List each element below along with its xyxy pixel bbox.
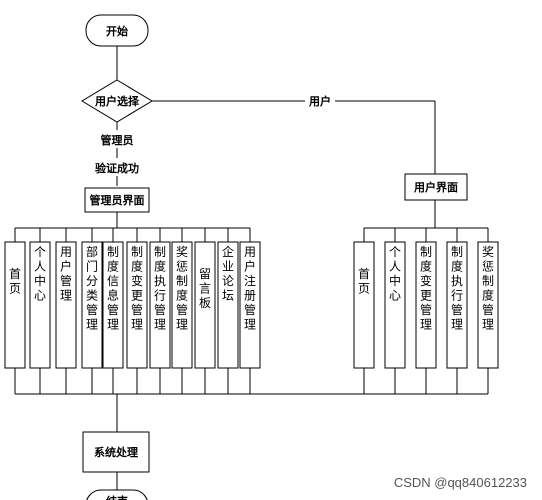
user-module-3: 制度变更管理	[415, 228, 437, 394]
admin-module-label: 制度信息管理	[107, 245, 119, 332]
admin-module-label: 企业论坛	[222, 244, 234, 303]
admin-module-label: 首页	[9, 267, 21, 296]
user-interface-node: 用户界面	[404, 173, 468, 201]
admin-module-11: 用户注册管理	[239, 228, 261, 394]
user-module-5: 奖惩制度管理	[477, 228, 499, 394]
user-branch-label: 用户	[309, 94, 331, 108]
admin-module-6: 制度变更管理	[126, 228, 148, 394]
admin-module-label: 留言板	[199, 267, 211, 310]
user-module-2: 个人中心	[384, 228, 406, 394]
admin-module-label: 部门分类管理	[86, 244, 98, 332]
start-node: 开始	[85, 14, 149, 47]
end-node: 结束	[86, 489, 148, 500]
user-interface-label: 用户界面	[414, 180, 458, 194]
admin-module-8: 奖惩制度管理	[171, 228, 193, 394]
start-label: 开始	[106, 24, 128, 38]
user-module-1: 首页	[353, 228, 375, 394]
end-label: 结束	[105, 494, 129, 500]
user-module-label: 首页	[358, 267, 370, 296]
admin-interface-node: 管理员界面	[84, 187, 150, 213]
admin-module-1: 首页	[4, 228, 26, 394]
user-module-4: 制度执行管理	[446, 228, 468, 394]
admin-module-4: 部门分类管理	[81, 228, 103, 394]
admin-module-columns: 首页 个人中心 用户管理 部门分类管理制度信息管理制度变更管理制度执行管理奖惩制度管理…	[4, 228, 261, 394]
admin-module-label: 奖惩制度管理	[176, 245, 188, 332]
system-label: 系统处理	[94, 445, 138, 459]
admin-interface-label: 管理员界面	[90, 193, 145, 207]
user-module-label: 制度执行管理	[451, 245, 463, 332]
decision-label: 用户选择	[95, 94, 140, 108]
verify-label: 验证成功	[95, 161, 139, 175]
admin-module-3: 用户管理	[55, 228, 77, 394]
admin-module-9: 留言板	[194, 228, 216, 394]
user-module-columns: 首页 个人中心 制度变更管理 制度执行管理 奖惩制度管理	[353, 228, 499, 394]
watermark-text: CSDN @qq840612233	[394, 475, 527, 490]
admin-module-label: 制度变更管理	[131, 245, 143, 332]
user-module-label: 制度变更管理	[420, 245, 432, 332]
system-node: 系统处理	[82, 431, 150, 473]
admin-module-10: 企业论坛	[217, 228, 239, 394]
decision-node: 用户选择	[81, 79, 153, 123]
admin-module-label: 用户注册管理	[244, 245, 256, 332]
user-module-label: 个人中心	[389, 245, 401, 303]
admin-module-7: 制度执行管理	[149, 228, 171, 394]
connectors	[15, 46, 488, 490]
admin-module-label: 个人中心	[34, 245, 46, 303]
admin-module-label: 用户管理	[60, 245, 72, 303]
admin-role-label: 管理员	[101, 133, 134, 147]
user-module-label: 奖惩制度管理	[482, 245, 494, 332]
admin-module-label: 制度执行管理	[154, 245, 166, 332]
admin-module-5: 制度信息管理	[102, 228, 124, 394]
admin-module-2: 个人中心	[29, 228, 51, 394]
